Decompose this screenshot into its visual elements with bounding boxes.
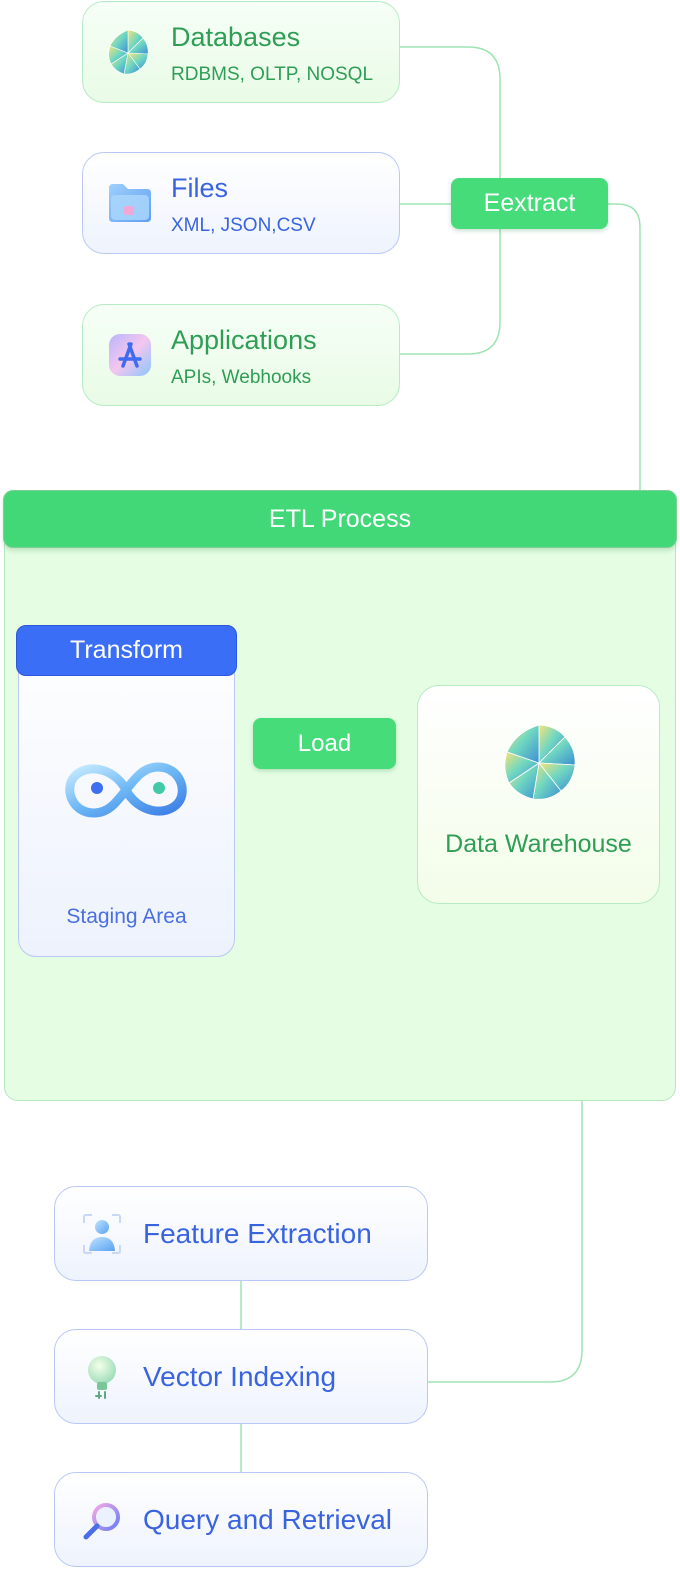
source-subtitle: APIs, Webhooks bbox=[171, 367, 312, 388]
app-store-icon bbox=[109, 334, 151, 376]
extract-button[interactable]: Eextract bbox=[451, 178, 608, 229]
source-title: Applications bbox=[171, 325, 317, 355]
pipeline-step-title: Vector Indexing bbox=[143, 1361, 337, 1392]
fan-sphere-icon bbox=[504, 724, 576, 800]
source-subtitle: RDBMS, OLTP, NOSQL bbox=[171, 64, 374, 85]
staging-area-label: Staging Area bbox=[66, 905, 187, 928]
source-card-databases[interactable]: Databases RDBMS, OLTP, NOSQL bbox=[82, 1, 400, 103]
pipeline-step-title: Query and Retrieval bbox=[143, 1504, 393, 1535]
source-card-files[interactable]: Files XML, JSON,CSV bbox=[82, 152, 400, 254]
source-title: Files bbox=[171, 173, 229, 203]
connector-applications-extract bbox=[400, 229, 501, 355]
lightbulb-icon bbox=[88, 1356, 116, 1399]
source-card-applications[interactable]: Applications APIs, Webhooks bbox=[82, 304, 400, 406]
magnifier-icon bbox=[83, 1503, 120, 1540]
connector-databases-extract bbox=[400, 46, 501, 178]
pipeline-card-feature-extraction[interactable]: Feature Extraction bbox=[54, 1186, 428, 1281]
fan-sphere-icon bbox=[108, 29, 149, 75]
data-warehouse-label: Data Warehouse bbox=[445, 830, 632, 858]
connector-etl-vector bbox=[428, 1101, 583, 1383]
load-button[interactable]: Load bbox=[253, 718, 396, 769]
pipeline-step-title: Feature Extraction bbox=[143, 1218, 372, 1249]
connector-extract-etl bbox=[607, 203, 641, 490]
pipeline-card-vector-indexing[interactable]: Vector Indexing bbox=[54, 1329, 428, 1424]
source-subtitle: XML, JSON,CSV bbox=[171, 215, 316, 236]
folder-icon bbox=[109, 184, 151, 222]
person-icon bbox=[83, 1214, 121, 1254]
etl-process-header: ETL Process bbox=[3, 490, 677, 548]
source-title: Databases bbox=[171, 22, 301, 52]
infinity-icon bbox=[65, 762, 187, 818]
pipeline-card-query-retrieval[interactable]: Query and Retrieval bbox=[54, 1472, 428, 1567]
transform-header: Transform bbox=[16, 625, 237, 676]
